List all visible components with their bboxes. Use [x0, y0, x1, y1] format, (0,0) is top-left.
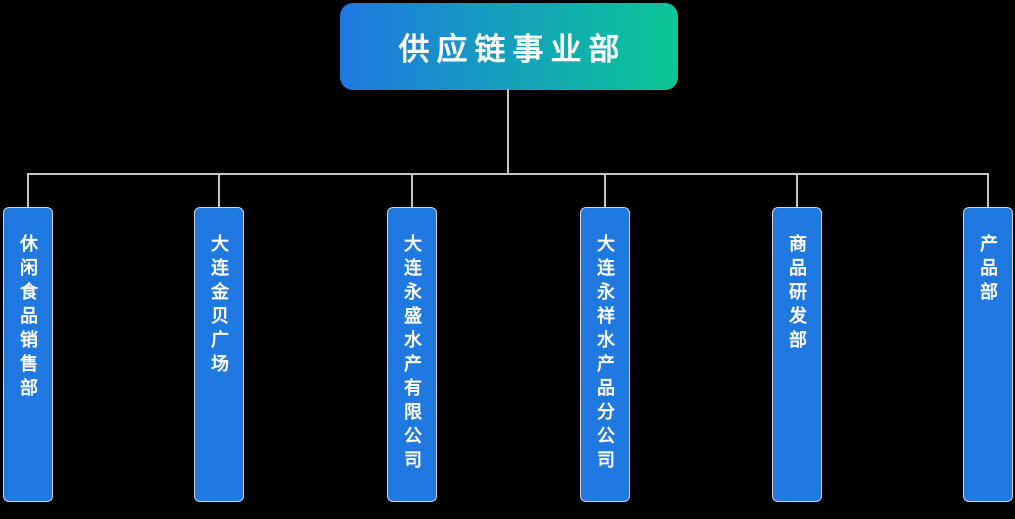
org-node-dept-2[interactable]: 大连金贝广场 [194, 207, 244, 502]
connector-stub [411, 173, 413, 207]
org-node-root[interactable]: 供应链事业部 [340, 3, 678, 90]
org-node-dept-5[interactable]: 商品研发部 [772, 207, 822, 502]
org-node-dept-label: 商品研发部 [787, 234, 807, 354]
org-node-dept-label: 休闲食品销售部 [18, 234, 38, 402]
org-node-root-label: 供应链事业部 [398, 32, 627, 67]
org-branch: 大连永祥水产品分公司 [580, 173, 630, 503]
connector-root-drop-line [507, 89, 509, 175]
connector-stub [987, 173, 989, 207]
org-branch: 大连金贝广场 [194, 173, 244, 503]
org-node-dept-6[interactable]: 产品部 [963, 207, 1013, 502]
org-branch: 产品部 [963, 173, 1013, 503]
org-node-dept-label: 产品部 [978, 234, 998, 306]
connector-stub [27, 173, 29, 207]
org-node-dept-1[interactable]: 休闲食品销售部 [3, 207, 53, 502]
org-node-dept-4[interactable]: 大连永祥水产品分公司 [580, 207, 630, 502]
org-branch: 大连永盛水产有限公司 [387, 173, 437, 503]
org-node-dept-label: 大连永祥水产品分公司 [595, 234, 615, 474]
org-branch: 休闲食品销售部 [3, 173, 53, 503]
connector-stub [604, 173, 606, 207]
org-node-dept-label: 大连金贝广场 [209, 234, 229, 378]
connector-stub [796, 173, 798, 207]
org-node-dept-label: 大连永盛水产有限公司 [402, 234, 422, 474]
org-branch: 商品研发部 [772, 173, 822, 503]
connector-horizontal-rail [27, 173, 989, 175]
org-node-dept-3[interactable]: 大连永盛水产有限公司 [387, 207, 437, 502]
connector-stub [218, 173, 220, 207]
